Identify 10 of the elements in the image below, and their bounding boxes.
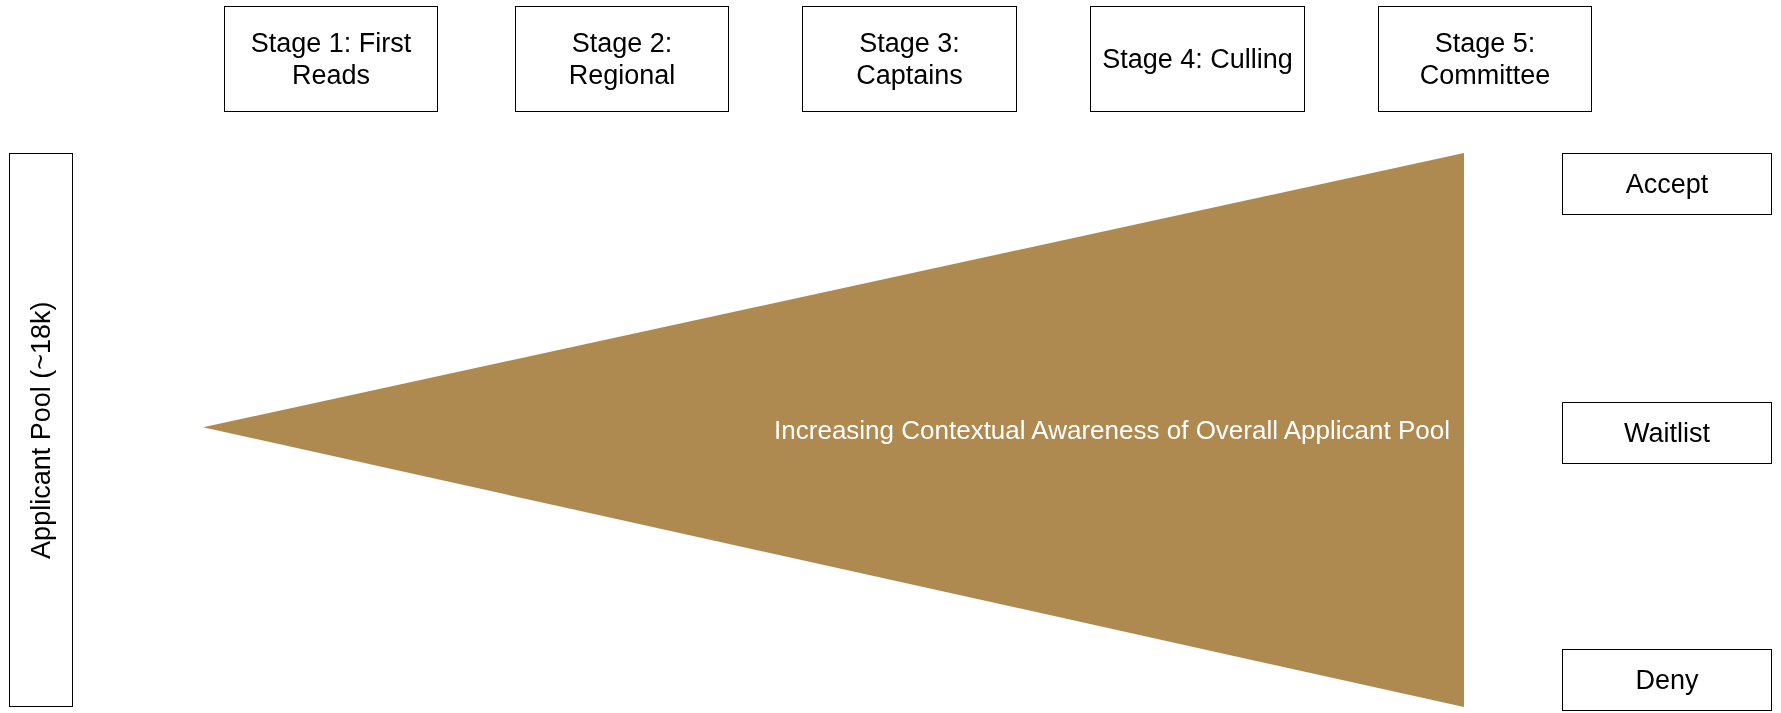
wedge-label: Increasing Contextual Awareness of Overall Applicant Pool — [774, 414, 1450, 446]
stage-box: Accept — [1562, 153, 1772, 215]
stage-box: Stage 3: Captains — [802, 6, 1017, 112]
stage-box: Deny — [1562, 649, 1772, 711]
stage-box: Stage 4: Culling — [1090, 6, 1305, 112]
stage-box: Stage 1: First Reads — [224, 6, 438, 112]
stage-box: Stage 5: Committee — [1378, 6, 1592, 112]
stage-box: Waitlist — [1562, 402, 1772, 464]
stage-box: Stage 2: Regional — [515, 6, 729, 112]
pool-box: Applicant Pool (~18k) — [9, 153, 73, 707]
